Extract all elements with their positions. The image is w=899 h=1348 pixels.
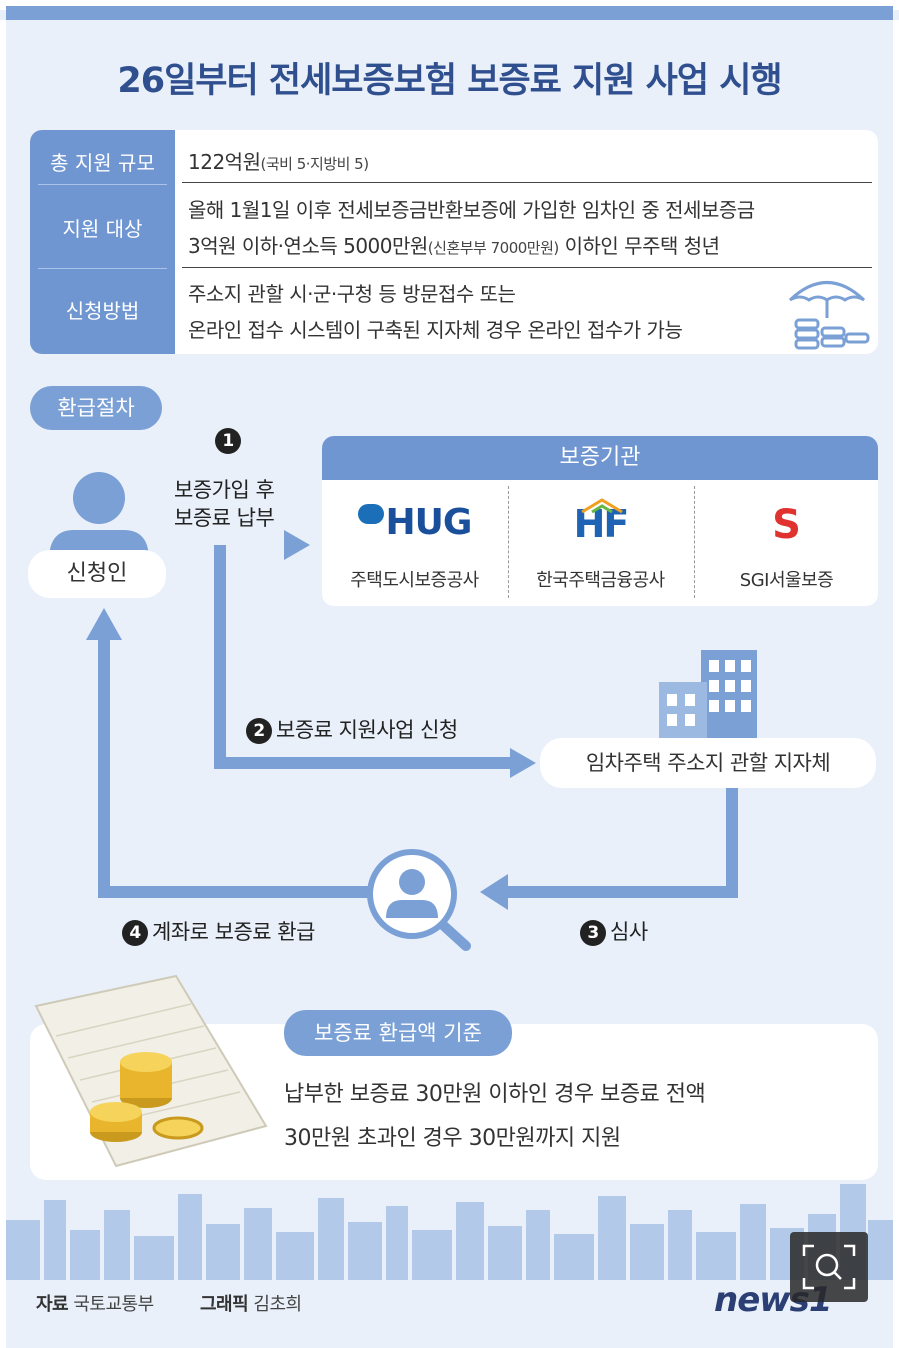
value-total-scale: 122억원(국비 5·지방비 5)	[188, 150, 369, 174]
footer-graphic: 그래픽 김초희	[200, 1294, 302, 1315]
value-divider	[182, 267, 872, 268]
sgi-logo: S	[772, 502, 801, 548]
org-hf: HF 한국주택금융공사	[508, 480, 693, 606]
org-hug: HUG 주택도시보증공사	[322, 480, 507, 606]
org-sgi: S SGI서울보증	[694, 480, 878, 606]
label-method: 신청방법	[65, 299, 140, 323]
person-icon	[49, 472, 149, 560]
label-total-scale: 총 지원 규모	[50, 151, 155, 175]
arrow-step2	[214, 545, 536, 778]
info-table: 총 지원 규모 지원 대상 신청방법 122억원(국비 5·지방비 5) 올해 …	[30, 130, 878, 354]
procedure-label: 환급절차	[30, 386, 162, 430]
applicant-label: 신청인	[28, 550, 166, 598]
footer-source: 자료 국토교통부	[36, 1294, 154, 1315]
label-divider	[38, 268, 167, 269]
arrow-step3	[480, 784, 738, 910]
guarantee-header: 보증기관	[322, 436, 878, 480]
city-skyline	[6, 1184, 893, 1280]
value-target-line1: 올해 1월1일 이후 전세보증금반환보증에 가입한 임차인 중 전세보증금	[188, 198, 755, 222]
org-divider	[694, 486, 695, 598]
refund-line1: 납부한 보증료 30만원 이하인 경우 보증료 전액	[284, 1082, 706, 1107]
refund-line2: 30만원 초과인 경우 30만원까지 지원	[284, 1126, 621, 1151]
building-icon	[659, 650, 757, 746]
org-name-hug: 주택도시보증공사	[350, 570, 479, 591]
arrow-step1	[284, 530, 310, 560]
value-method-line2: 온라인 접수 시스템이 구축된 지자체 경우 온라인 접수가 가능	[188, 318, 683, 342]
org-name-hf: 한국주택금융공사	[536, 570, 665, 591]
hf-roof-icon	[581, 498, 623, 514]
label-target: 지원 대상	[62, 217, 143, 241]
step1-line1: 보증가입 후	[174, 478, 275, 502]
step1-badge: 1	[215, 428, 245, 454]
value-method-line1: 주소지 관할 시·군·구청 등 방문접수 또는	[188, 282, 516, 306]
value-target-line2: 3억원 이하·연소득 5000만원(신혼부부 7000만원) 이하인 무주택 청…	[188, 234, 720, 258]
value-divider	[182, 182, 872, 183]
org-divider	[508, 486, 509, 598]
top-edge	[0, 0, 899, 10]
zoom-icon	[802, 1244, 856, 1290]
org-name-sgi: SGI서울보증	[739, 570, 834, 591]
step1-line2: 보증료 납부	[174, 506, 275, 530]
arrow-step4	[86, 608, 380, 898]
top-accent-bar	[6, 6, 893, 20]
info-label-column: 총 지원 규모 지원 대상 신청방법	[30, 130, 175, 354]
label-divider	[38, 184, 167, 185]
guarantee-institutions: 보증기관 HUG 주택도시보증공사 HF 한국주택금융공사 S SGI서울보증	[322, 436, 878, 606]
right-edge	[893, 20, 899, 1348]
hug-logo: HUG	[322, 502, 507, 543]
page-title: 26일부터 전세보증보험 보증료 지원 사업 시행	[117, 61, 782, 101]
umbrella-coins-icon	[788, 281, 870, 350]
left-edge	[0, 20, 6, 1348]
zoom-button[interactable]	[790, 1232, 868, 1302]
refund-header: 보증료 환급액 기준	[284, 1010, 512, 1056]
coins-ledger-icon	[34, 974, 268, 1168]
local-government-label: 임차주택 주소지 관할 지자체	[540, 738, 876, 788]
magnifier-person-icon	[367, 849, 471, 951]
